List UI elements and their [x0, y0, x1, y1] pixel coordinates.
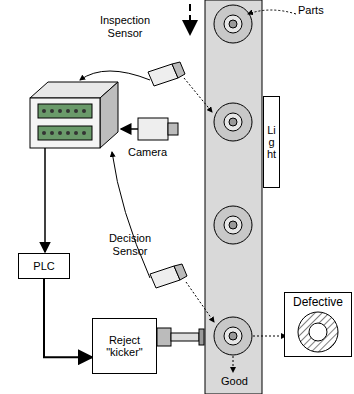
parts — [214, 5, 252, 355]
kicker-plunger — [157, 328, 204, 346]
parts-label: Parts — [298, 4, 324, 17]
good-label: Good — [221, 375, 248, 388]
camera — [121, 118, 178, 140]
conveyor — [205, 0, 262, 394]
defective-bin: Defective — [284, 292, 352, 357]
sensor-label: Decision Sensor — [104, 232, 156, 257]
reject-kicker-box: Reject "kicker" — [92, 318, 157, 374]
box-label: Reject "kicker" — [96, 334, 153, 358]
sensor-label: Inspection Sensor — [96, 14, 154, 39]
box-label: Light — [266, 124, 277, 160]
light-bar: Light — [263, 96, 280, 188]
camera-label: Camera — [128, 146, 167, 159]
bin-heading: Defective — [293, 295, 343, 309]
inspection-sensor — [80, 62, 212, 112]
box-label: PLC — [33, 260, 54, 272]
vision-controller — [30, 82, 118, 148]
signal-arrow — [44, 279, 92, 357]
plc-box: PLC — [18, 253, 70, 279]
defective-part — [296, 310, 340, 354]
